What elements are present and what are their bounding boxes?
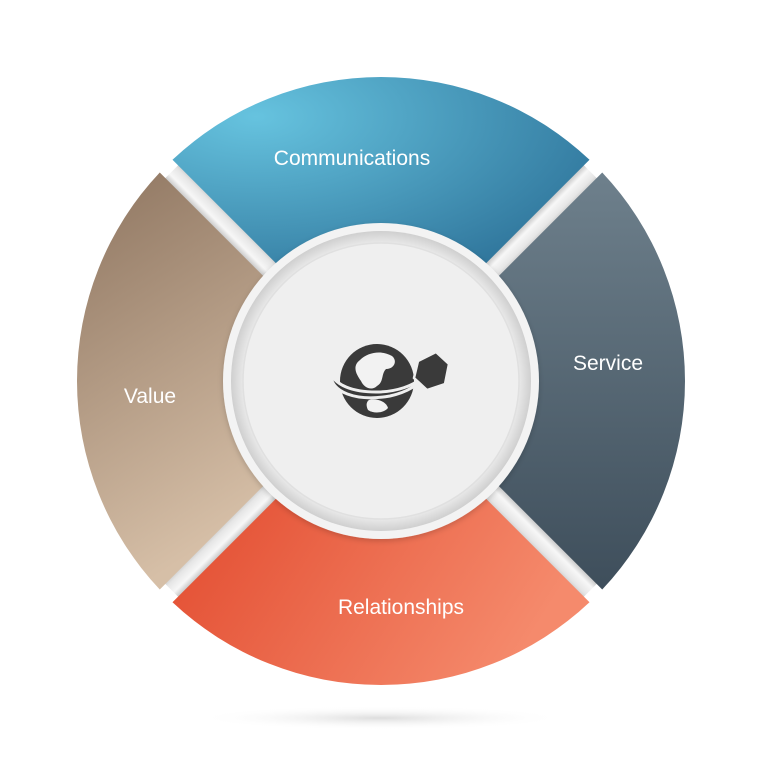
segment-communications [172,77,590,276]
label-relationships: Relationships [338,596,464,619]
ground-shadow [195,706,565,730]
segment-labels: Communications Service Relationships Val… [124,147,643,619]
satellite-module [412,350,451,392]
segment-service [486,172,685,590]
label-value: Value [124,385,176,408]
segment-value [77,172,276,590]
globe-satellite-icon [329,344,451,418]
label-communications: Communications [274,147,430,170]
globe-continent [355,352,395,389]
segment-group [77,77,685,685]
segment-relationships [172,486,590,685]
label-service: Service [573,352,643,375]
globe-continent-south [366,399,388,413]
